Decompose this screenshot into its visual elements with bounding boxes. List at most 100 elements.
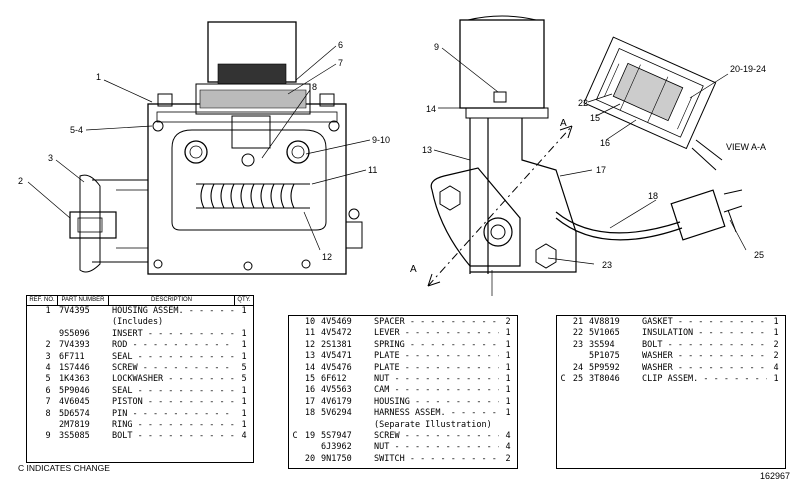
- callout-17: 17: [596, 165, 606, 175]
- description: (Includes): [112, 317, 164, 328]
- change-footnote: C INDICATES CHANGE: [18, 463, 110, 473]
- ref-number: [39, 420, 57, 431]
- connector: [670, 189, 726, 241]
- part-number: 2S1381: [321, 339, 352, 350]
- quantity: 1: [505, 328, 511, 339]
- quantity: 1: [241, 306, 247, 316]
- part-number: 1K4363: [59, 374, 90, 385]
- bolt-hole-right: [286, 140, 310, 164]
- description: NUT: [371, 374, 499, 385]
- part-number: 5P9592: [589, 362, 620, 373]
- ref-number: 23: [572, 339, 584, 350]
- description: CLIP ASSEM.: [639, 374, 767, 385]
- part-number: 9S5096: [59, 328, 90, 339]
- part-number: 4V6179: [321, 396, 352, 407]
- callout-13: 13: [422, 145, 432, 155]
- table-row: 4 1S7446 SCREW 5: [27, 363, 253, 374]
- quantity: [499, 420, 517, 431]
- callout-8: 8: [312, 82, 317, 92]
- ref-mark: [27, 420, 39, 431]
- ref-mark: [289, 328, 301, 339]
- ref-number: 1: [45, 306, 51, 316]
- part-number: 4V6045: [59, 397, 90, 408]
- ref-number: 21: [572, 317, 584, 327]
- ref-number: 16: [304, 385, 316, 396]
- ref-mark: [289, 442, 301, 453]
- part-number: 5P9046: [59, 385, 90, 396]
- description: (Separate Illustration): [374, 419, 492, 430]
- quantity: 5: [241, 374, 247, 385]
- quantity: 1: [773, 328, 779, 339]
- section-arrow-a-bottom: A: [410, 264, 417, 275]
- description: HOUSING ASSEM.: [109, 306, 235, 317]
- part-number: 6F711: [59, 351, 85, 362]
- ref-mark: [27, 374, 39, 385]
- part-number: 7V4395: [59, 306, 90, 316]
- ref-number: 12: [304, 339, 316, 350]
- ref-number: 17: [304, 396, 316, 407]
- ref-number: 15: [304, 373, 316, 384]
- spring: [196, 183, 310, 209]
- quantity: 2: [505, 453, 511, 464]
- description: SCREW: [109, 363, 235, 374]
- part-number: 1S7446: [59, 362, 90, 373]
- part-number: 5P1075: [589, 351, 620, 362]
- callout-1: 1: [96, 72, 101, 82]
- quantity: 4: [505, 430, 511, 441]
- quantity: 4: [505, 442, 511, 453]
- quantity: 1: [241, 340, 247, 351]
- ref-number: [39, 329, 57, 340]
- ref-number: 22: [572, 328, 584, 339]
- description: PISTON: [109, 397, 235, 408]
- quantity: 1: [241, 419, 247, 430]
- callout-2: 2: [18, 176, 23, 186]
- ref-number: 4: [45, 362, 51, 373]
- quantity: 5: [241, 362, 247, 373]
- drawing-number: 162967: [760, 471, 791, 481]
- description: RING: [109, 420, 235, 431]
- callout-6: 6: [338, 40, 343, 50]
- ref-number: 11: [304, 328, 316, 339]
- quantity: 1: [241, 408, 247, 419]
- ref-mark: [557, 363, 569, 374]
- ref-number: 18: [304, 408, 316, 419]
- callout-16: 16: [600, 138, 610, 148]
- description: PIN: [109, 409, 235, 420]
- quantity: 1: [505, 408, 511, 419]
- ref-mark: [557, 328, 569, 339]
- description: LEVER: [371, 328, 499, 339]
- description: INSERT: [109, 329, 235, 340]
- ref-mark: [27, 386, 39, 397]
- rod: [69, 211, 117, 239]
- section-arrow-a-top: A: [560, 118, 567, 129]
- ref-mark: [27, 397, 39, 408]
- part-number: 6F612: [321, 373, 347, 384]
- description: CAM: [371, 385, 499, 396]
- callout-25: 25: [754, 250, 764, 260]
- ref-mark: [27, 352, 39, 363]
- table-row: 1 7V4395 HOUSING ASSEM. 1: [27, 306, 253, 317]
- part-number: 2M7819: [59, 419, 90, 430]
- quantity: 1: [241, 397, 247, 408]
- part-number: 5D6574: [59, 408, 90, 419]
- description: PLATE: [371, 363, 499, 374]
- ref-mark: C: [292, 430, 298, 441]
- quantity: 1: [241, 385, 247, 396]
- ref-number: [569, 351, 587, 362]
- ref-number: 6: [45, 385, 51, 396]
- ref-mark: [289, 420, 301, 431]
- seal: [79, 174, 101, 273]
- ref-mark: [289, 363, 301, 374]
- exploded-parts-drawing: 1 2 3 5-4 6 7 8 9-10 11 12 9 14 13 17 18…: [18, 15, 766, 296]
- description: GASKET: [639, 317, 767, 328]
- ref-mark: [27, 317, 39, 328]
